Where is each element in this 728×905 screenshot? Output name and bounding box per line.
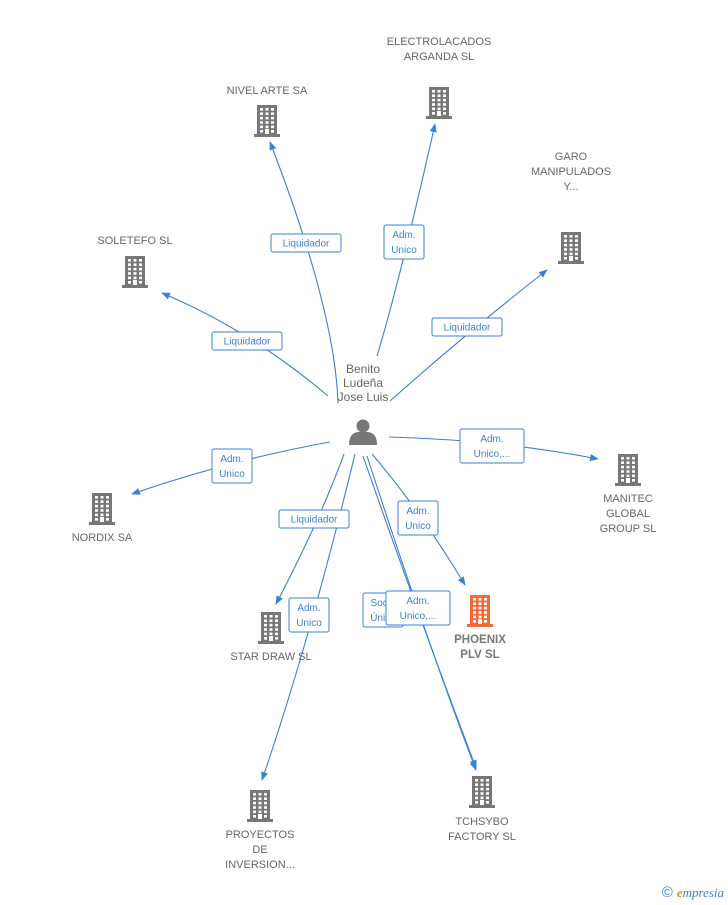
edge-tchsybo [366, 455, 477, 771]
relation-text: Adm.Unico,... [400, 596, 437, 622]
relation-label[interactable]: Liquidador [431, 317, 503, 337]
relation-label[interactable]: Adm.Unico,... [385, 590, 451, 626]
relation-text: Adm.Unico [391, 230, 417, 256]
relation-label[interactable]: Adm.Unico [397, 500, 439, 536]
relation-text: Adm.Unico [219, 454, 245, 480]
relation-text: Liquidador [283, 239, 330, 250]
building-icon-phoenix[interactable] [467, 595, 493, 627]
edge-stardraw [275, 453, 345, 605]
relation-labels-layer: LiquidadorAdm.UnicoLiquidadorLiquidadorA… [211, 224, 525, 633]
company-label-nordix: NORDIX SA [72, 532, 133, 544]
relation-label[interactable]: Liquidador [211, 331, 283, 351]
relation-text: Liquidador [444, 323, 491, 334]
relation-label[interactable]: Adm.Unico [211, 448, 253, 484]
edge-nivel [269, 141, 339, 404]
building-icon-nivel[interactable] [254, 105, 280, 137]
relation-text: Liquidador [291, 515, 338, 526]
brand-logo: empresia [676, 885, 724, 900]
footer-brand[interactable]: ©empresia [662, 884, 724, 901]
company-label-nivel: NIVEL ARTE SA [227, 85, 308, 97]
relation-text: Adm.Unico [296, 603, 322, 629]
relation-label[interactable]: Liquidador [278, 509, 350, 529]
building-icon-proyectos[interactable] [247, 790, 273, 822]
company-label-soletefo: SOLETEFO SL [97, 235, 172, 247]
edges-layer [131, 123, 599, 781]
relation-label[interactable]: Adm.Unico [288, 597, 330, 633]
relation-text: Adm.Unico [405, 506, 431, 532]
building-icon-electro[interactable] [426, 87, 452, 119]
building-icon-manitec[interactable] [615, 454, 641, 486]
building-icon-garo[interactable] [558, 232, 584, 264]
company-label-stardraw: STAR DRAW SL [230, 651, 311, 663]
person-icon[interactable] [349, 419, 377, 446]
relation-text: Liquidador [224, 337, 271, 348]
relation-text: Adm.Unico,... [474, 434, 511, 460]
building-icon-nordix[interactable] [89, 493, 115, 525]
building-icon-stardraw[interactable] [258, 612, 284, 644]
relation-label[interactable]: Adm.Unico,... [459, 428, 525, 464]
copyright-icon: © [661, 884, 673, 901]
building-icon-tchsybo[interactable] [469, 776, 495, 808]
relation-label[interactable]: Liquidador [270, 233, 342, 253]
building-icon-soletefo[interactable] [122, 256, 148, 288]
edge-electro [376, 123, 437, 357]
relation-label[interactable]: Adm.Unico [383, 224, 425, 260]
